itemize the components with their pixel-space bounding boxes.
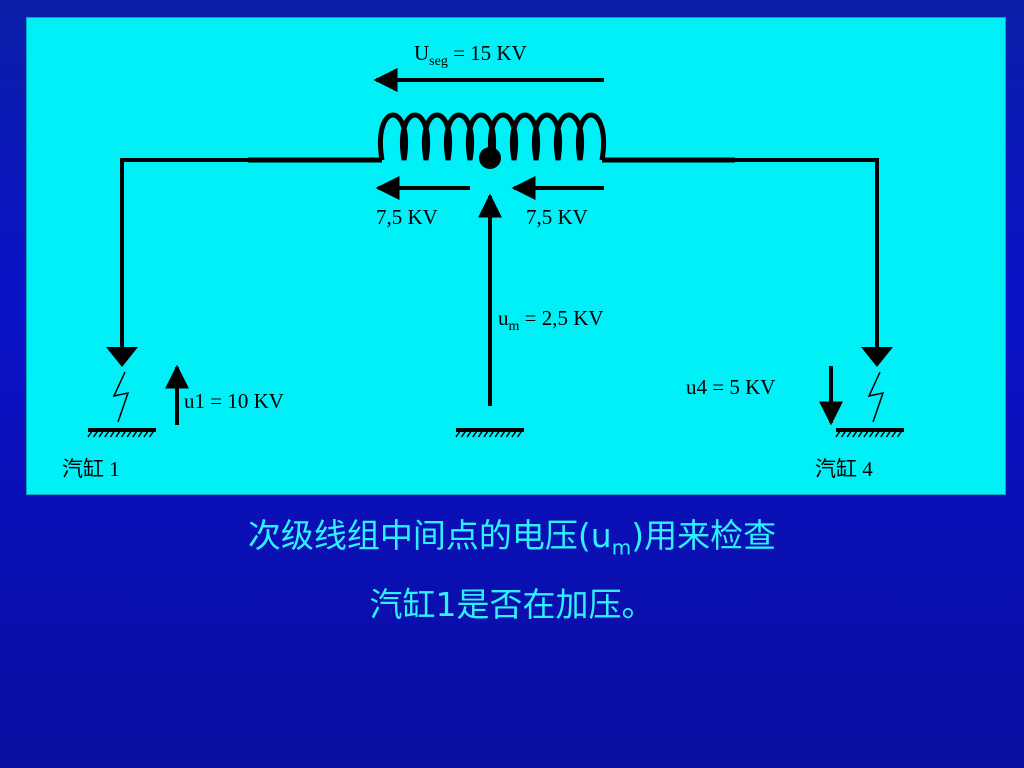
ground-symbol-cylinder-4 [835, 428, 904, 438]
ground-symbol-cylinder-1 [87, 428, 156, 438]
ground-symbol-center [455, 428, 524, 438]
wiring [120, 158, 879, 355]
cylinder-4-label: 汽缸 4 [815, 457, 873, 481]
cylinder-1-label: 汽缸 1 [62, 457, 120, 481]
spark-plug-cylinder-4 [861, 347, 893, 423]
caption-line-1: 次级线组中间点的电压(um)用来检查 [247, 516, 777, 560]
useg-label: Useg = 15 KV [414, 41, 527, 69]
half-voltage-right-label: 7,5 KV [526, 205, 588, 229]
um-label: um = 2,5 KV [498, 306, 604, 334]
u1-label: u1 = 10 KV [184, 389, 284, 413]
center-tap-dot [479, 147, 501, 169]
u4-label: u4 = 5 KV [686, 375, 775, 399]
caption-line-2: 汽缸1是否在加压。 [369, 585, 655, 624]
spark-plug-cylinder-1 [106, 347, 138, 423]
half-voltage-left-label: 7,5 KV [376, 205, 438, 229]
